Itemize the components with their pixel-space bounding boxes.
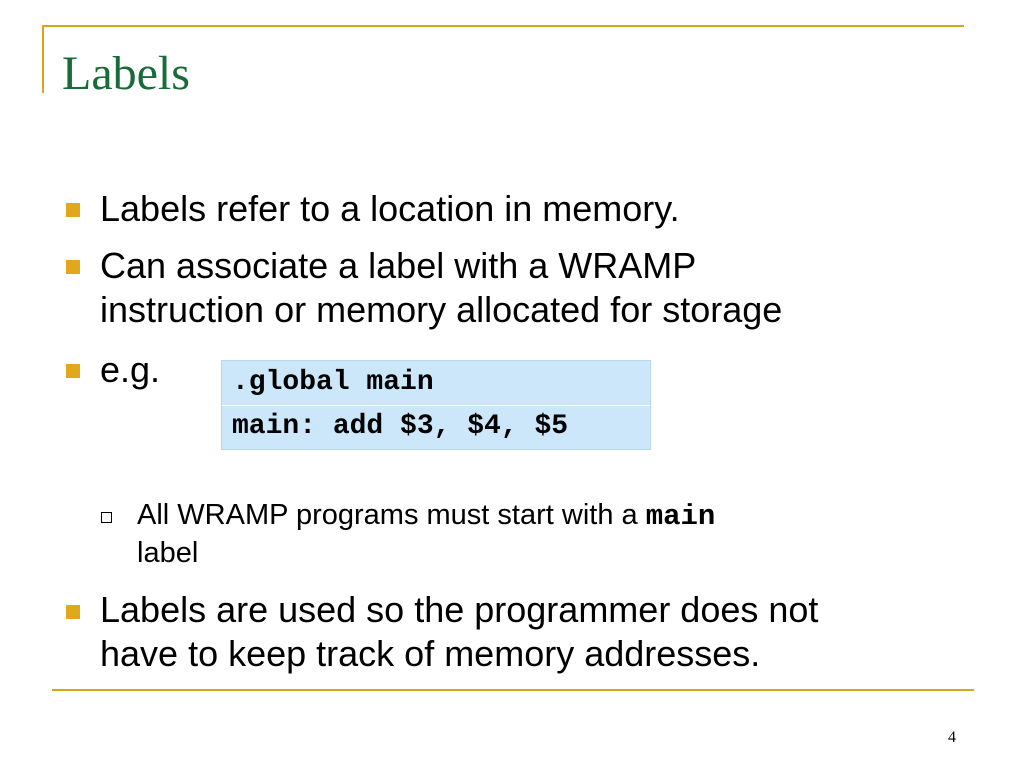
bullet-text-programmer-line1: Labels are used so the programmer does n… — [100, 589, 819, 630]
code-line-main: main: add $3, $4, $5 — [232, 411, 569, 442]
bullet-marker — [66, 364, 80, 378]
bullet-marker — [66, 605, 80, 619]
code-divider — [222, 405, 650, 406]
code-line-global: .global main — [232, 367, 434, 398]
slide-title: Labels — [62, 47, 190, 100]
bullet-text-associate-line1: Can associate a label with a WRAMP — [100, 245, 697, 286]
bullet-text-eg: e.g. — [100, 349, 161, 390]
sub-bullet-prefix: All WRAMP programs must start with a — [137, 499, 646, 531]
frame-bottom-line — [52, 689, 974, 691]
bullet-marker — [66, 260, 80, 274]
bullet-text-programmer-line2: have to keep track of memory addresses. — [100, 633, 761, 674]
page-number: 4 — [948, 729, 956, 746]
sub-bullet-line2: label — [137, 537, 199, 569]
frame-top-line — [42, 25, 964, 27]
sub-bullet-line1: All WRAMP programs must start with a mai… — [137, 499, 715, 533]
sub-bullet-code-main: main — [645, 500, 716, 533]
frame-left-line — [42, 25, 44, 93]
bullet-text-associate-line2: instruction or memory allocated for stor… — [100, 289, 783, 330]
sub-bullet-marker — [101, 512, 112, 523]
code-example-box: .global main main: add $3, $4, $5 — [221, 360, 651, 450]
bullet-text-labels-refer: Labels refer to a location in memory. — [100, 188, 680, 229]
bullet-marker — [66, 203, 80, 217]
